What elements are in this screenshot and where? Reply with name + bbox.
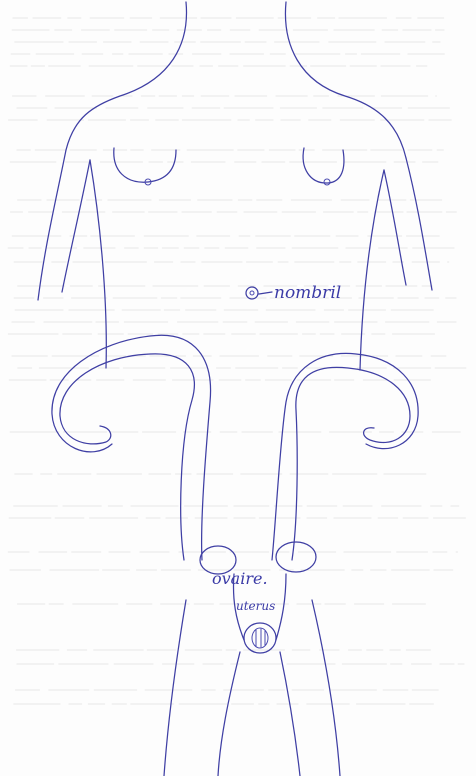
left-leg-outer-line	[164, 600, 186, 776]
navel-circle	[246, 287, 258, 299]
right-arm-outer-line	[406, 158, 432, 290]
right-fallopian-tube-inner-line	[272, 353, 418, 560]
right-breast-line	[303, 148, 344, 183]
torso-left-side-line	[90, 160, 106, 368]
neck-right-line	[285, 2, 406, 158]
right-nipple	[324, 179, 330, 185]
right-fallopian-tube-outer-line	[292, 367, 410, 560]
left-fallopian-tube-inner-line	[52, 335, 211, 560]
right-ovary	[276, 542, 316, 572]
left-arm-outer-line	[38, 150, 66, 300]
neck-left-line	[66, 2, 186, 150]
vaginal-opening-inner	[252, 628, 268, 648]
right-leg-inner-line	[280, 652, 300, 776]
navel-center-dot	[250, 291, 254, 295]
left-fallopian-tube-outer-line	[60, 354, 194, 560]
right-arm-inner-line	[384, 170, 406, 285]
left-arm-inner-line	[62, 160, 90, 292]
uterus-right-line	[276, 574, 286, 640]
right-leg-outer-line	[312, 600, 340, 776]
navel-pointer-line	[259, 292, 272, 294]
uterus-label: uterus	[236, 599, 275, 613]
navel-label: nombril	[274, 283, 341, 303]
left-breast-line	[114, 148, 176, 182]
left-leg-inner-line	[218, 652, 240, 776]
ovary-label: ovaire.	[212, 569, 268, 588]
torso-right-side-line	[360, 170, 384, 370]
